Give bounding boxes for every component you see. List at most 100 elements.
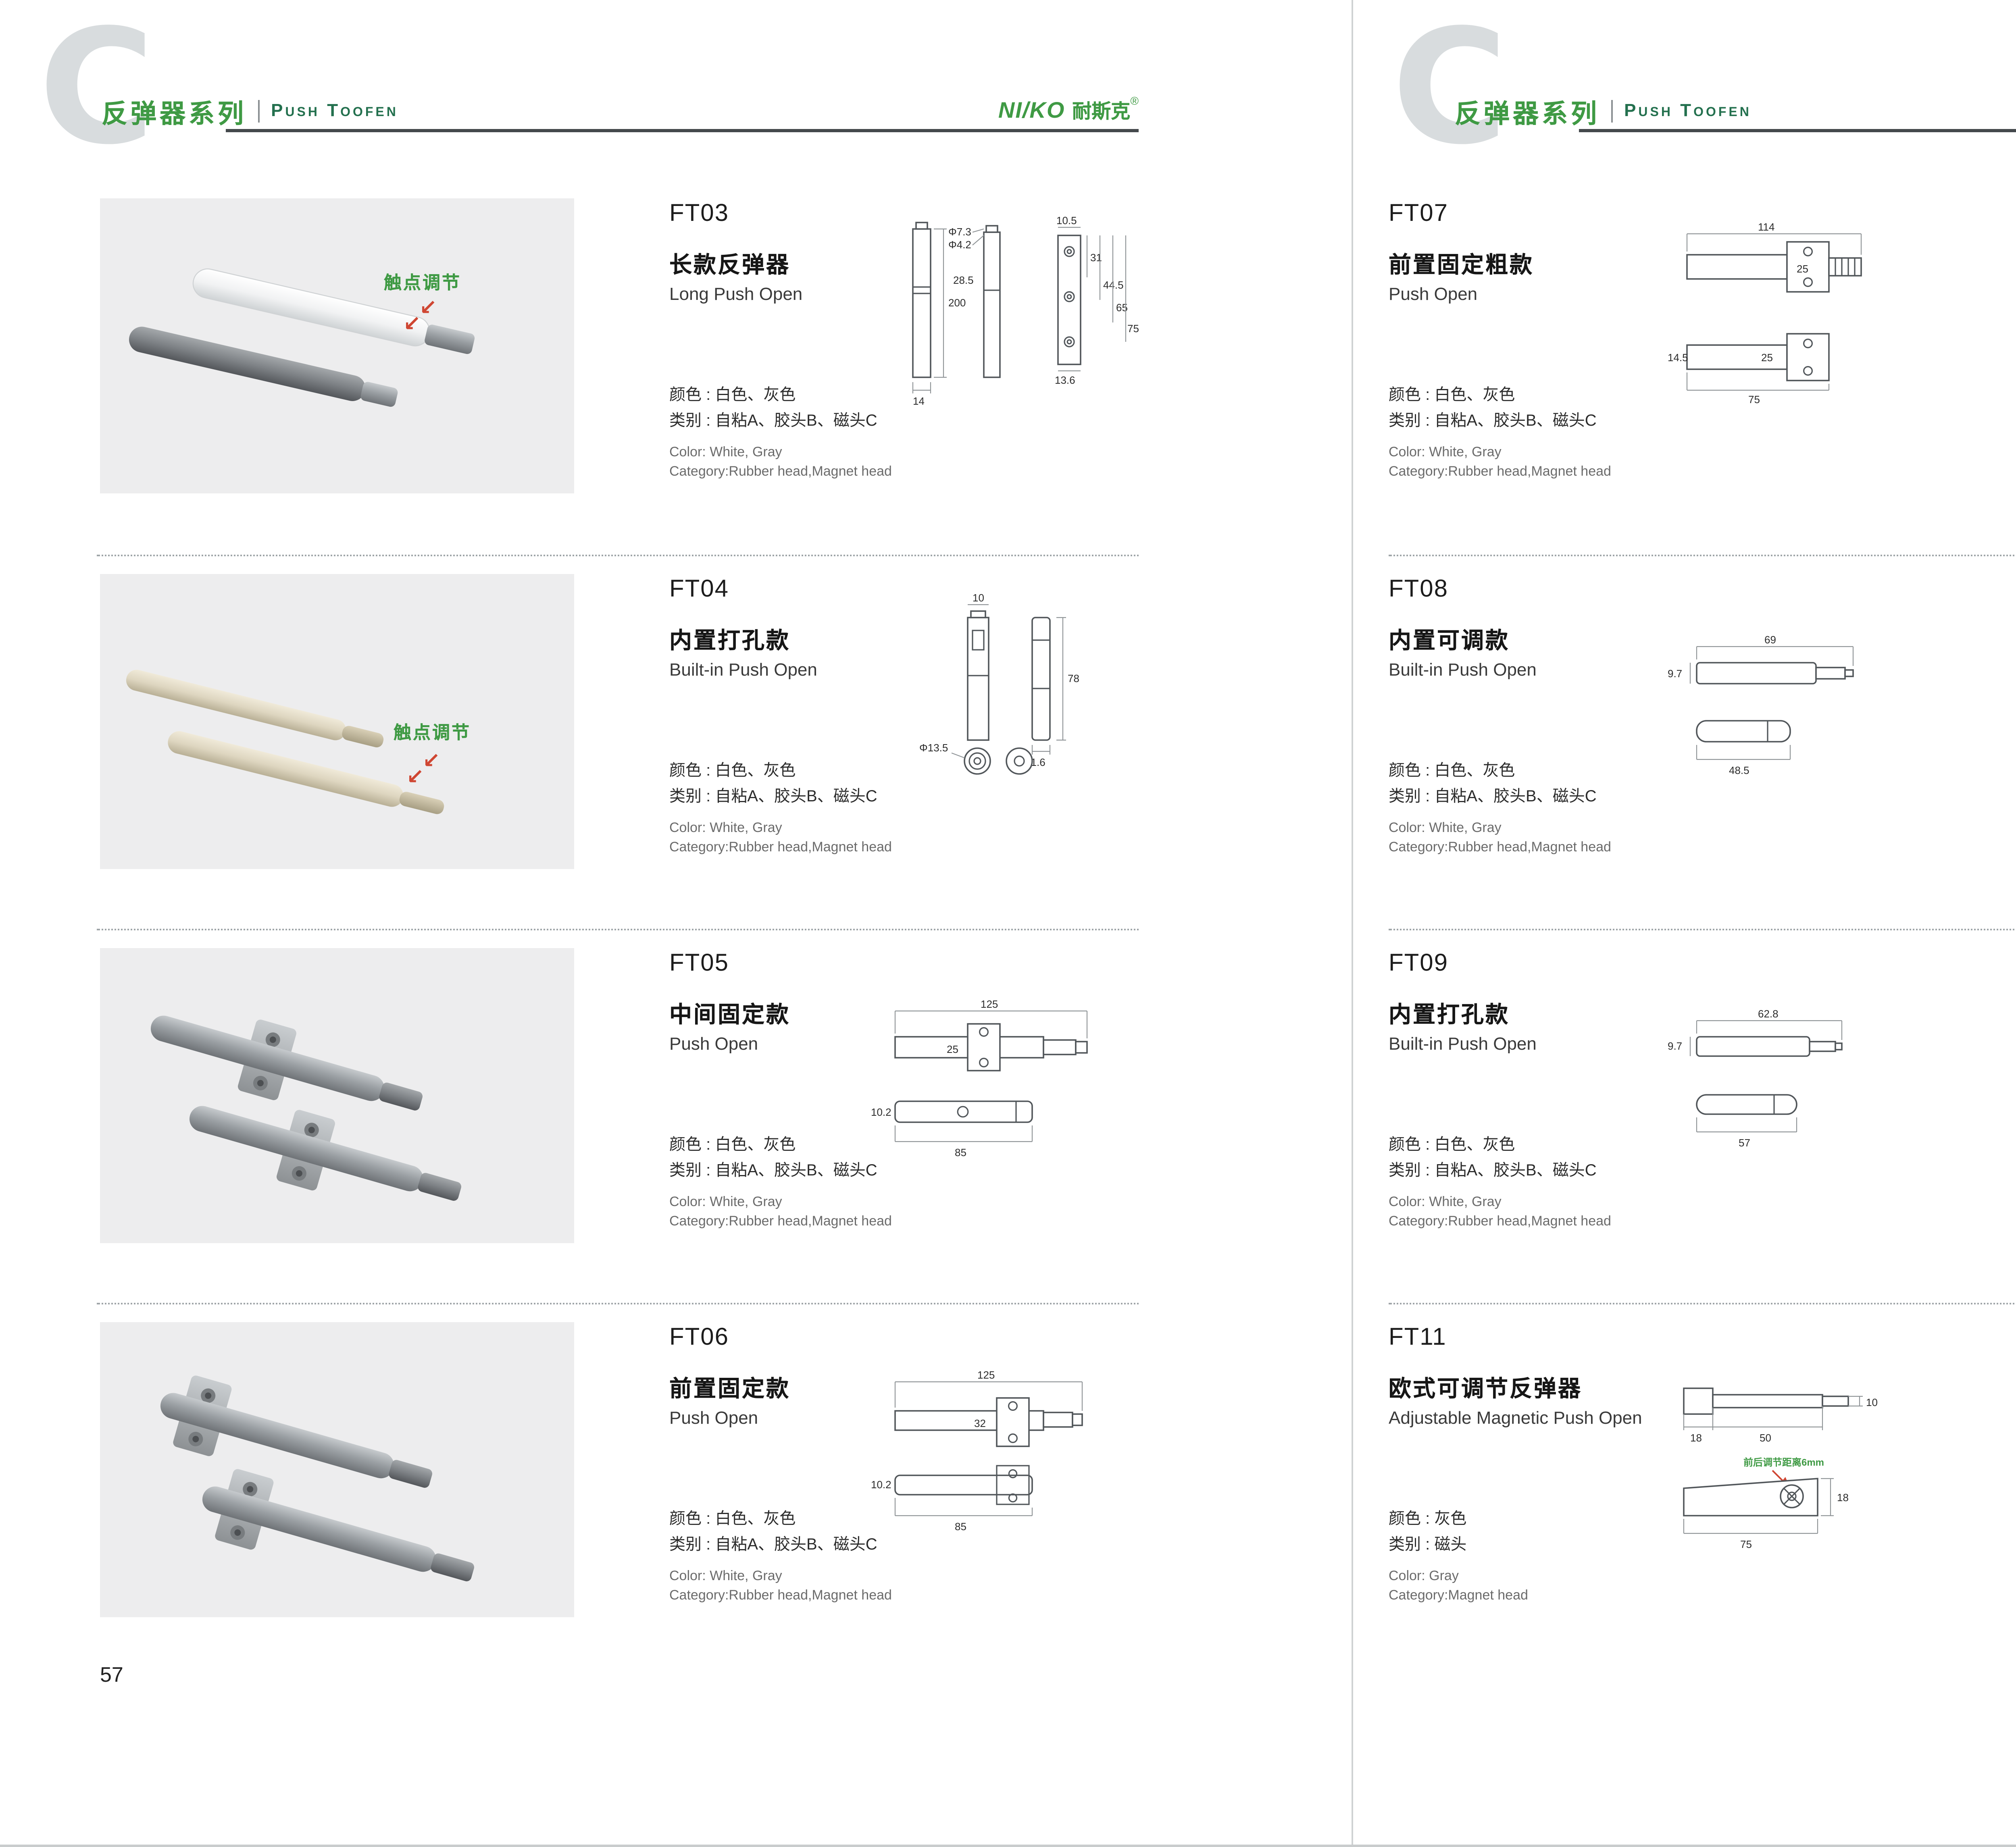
product-specs: 颜色 : 白色、灰色 类别 : 自粘A、胶头B、磁头C Color: White… [1389, 759, 1727, 857]
spec-color-cn: 颜色 : 白色、灰色 [1389, 763, 1515, 780]
dim-label: 44.5 [1103, 279, 1124, 291]
product-info: FT03 长款反弹器 Long Push Open [669, 200, 968, 305]
product-name-cn: 长款反弹器 [669, 252, 790, 277]
dim-label: 200 [948, 297, 966, 309]
product-name-en: Adjustable Magnetic Push Open [1389, 1409, 1642, 1429]
spec-type-cn: 类别 : 自粘A、胶头B、磁头C [1389, 788, 1597, 805]
row-separator [1389, 555, 2016, 556]
spec-color-en: Color: White, Gray [669, 1193, 782, 1209]
product-ft03: 触点调节 ↙ ↙ FT03 长款反弹器 Long Push Open 颜色 : … [0, 190, 1352, 561]
product-info: FT07 前置固定粗款 Push Open [1389, 200, 1703, 305]
spec-color-en: Color: White, Gray [669, 1567, 782, 1583]
dim-label: 69 [1764, 634, 1776, 646]
dim-label: 75 [1740, 1538, 1752, 1550]
dim-label: 10.2 [871, 1479, 891, 1491]
dim-label: 75 [1748, 393, 1760, 405]
tech-drawing: 10 18 50 前后调节距离6mm 18 75 [1660, 1359, 1934, 1561]
series-title-en: Push Toofen [271, 102, 398, 121]
product-name-en: Push Open [669, 1035, 758, 1055]
red-arrow-icon: ↙ [406, 764, 424, 788]
product-code: FT03 [669, 200, 729, 227]
series-title-cn: 反弹器系列 [102, 102, 247, 129]
header-rule [226, 129, 1139, 132]
spec-category-en: Category:Rubber head,Magnet head [669, 839, 892, 855]
page-bottom-edge [0, 1844, 2016, 1847]
dim-label: 13.6 [1055, 374, 1075, 386]
spec-category-en: Category:Rubber head,Magnet head [669, 1587, 892, 1604]
photo-annotation: 触点调节 [384, 274, 461, 293]
tech-drawing: 62.8 9.7 57 [1668, 1005, 1910, 1167]
dim-label: 28.5 [953, 274, 974, 286]
tech-drawing: 69 9.7 48.5 [1668, 630, 1910, 793]
dim-label: 125 [981, 998, 998, 1010]
brand-logo-en: NI/KO [998, 97, 1065, 123]
dim-label: 25 [947, 1043, 958, 1055]
series-title: 反弹器系列 Push Toofen [102, 92, 398, 131]
product-name-cn: 前置固定款 [669, 1375, 790, 1401]
spec-type-cn: 类别 : 自粘A、胶头B、磁头C [669, 1536, 877, 1554]
product-ft08: FT08 内置可调款 Built-in Push Open 颜色 : 白色、灰色… [1353, 566, 2016, 937]
tech-drawing: 114 25 14.5 25 75 [1668, 219, 1926, 413]
row-separator [1389, 1303, 2016, 1304]
dim-label: Φ7.3 [948, 226, 971, 238]
product-name-cn: 前置固定粗款 [1389, 252, 1534, 277]
product-code: FT09 [1389, 950, 1449, 977]
spec-color-cn: 颜色 : 白色、灰色 [669, 1137, 796, 1154]
spec-category-en: Category:Rubber head,Magnet head [669, 1213, 892, 1229]
spec-color-en: Color: White, Gray [1389, 819, 1502, 835]
product-code: FT04 [669, 576, 729, 603]
product-photo [100, 948, 574, 1243]
product-photo [100, 1322, 574, 1617]
dim-label: 57 [1739, 1137, 1750, 1149]
product-photo: 触点调节 ↙ ↙ [100, 574, 574, 869]
dim-label: 75 [1127, 322, 1139, 335]
row-separator [97, 555, 1139, 556]
dim-label: Φ13.5 [919, 742, 948, 754]
red-arrow-icon: ↙ [423, 748, 440, 772]
red-arrow-icon: ↙ [419, 295, 437, 319]
brand-logo-cn: 耐斯克 [1072, 100, 1131, 123]
series-title-cn: 反弹器系列 [1455, 102, 1600, 129]
product-name-cn: 欧式可调节反弹器 [1389, 1375, 1582, 1401]
dim-label: 32 [974, 1417, 986, 1429]
spec-type-cn: 类别 : 自粘A、胶头B、磁头C [1389, 412, 1597, 430]
dim-label: 9.7 [1668, 668, 1682, 680]
row-separator [97, 929, 1139, 930]
product-ft06: FT06 前置固定款 Push Open 颜色 : 白色、灰色 类别 : 自粘A… [0, 1314, 1352, 1685]
product-code: FT11 [1389, 1324, 1447, 1351]
title-divider [1611, 100, 1613, 123]
product-ft04: 触点调节 ↙ ↙ FT04 内置打孔款 Built-in Push Open 颜… [0, 566, 1352, 937]
product-name-cn: 内置打孔款 [669, 627, 790, 653]
dim-label: 25 [1797, 263, 1808, 275]
product-specs: 颜色 : 白色、灰色 类别 : 自粘A、胶头B、磁头C Color: White… [669, 759, 1008, 857]
product-ft07: FT07 前置固定粗款 Push Open 颜色 : 白色、灰色 类别 : 自粘… [1353, 190, 2016, 561]
spec-type-cn: 类别 : 自粘A、胶头B、磁头C [669, 412, 877, 430]
product-ft09: FT09 内置打孔款 Built-in Push Open 颜色 : 白色、灰色… [1353, 940, 2016, 1311]
product-photo-art [150, 1015, 461, 1201]
product-name-cn: 内置可调款 [1389, 627, 1510, 653]
spec-color-cn: 颜色 : 白色、灰色 [669, 763, 796, 780]
dim-label: 50 [1760, 1432, 1771, 1444]
product-name-en: Built-in Push Open [1389, 661, 1537, 680]
spec-color-en: Color: Gray [1389, 1567, 1459, 1583]
product-info: FT05 中间固定款 Push Open [669, 950, 968, 1055]
spec-category-en: Category:Magnet head [1389, 1587, 1528, 1604]
tech-drawing: 200 14 Φ7.3 Φ4.2 28.5 10.5 31 44.5 [900, 213, 1142, 418]
spec-color-en: Color: White, Gray [1389, 1193, 1502, 1209]
product-name-en: Built-in Push Open [669, 661, 817, 680]
catalog-page-58: C 反弹器系列 Push Toofen NI/KO 耐斯克® FT07 前置固定… [1353, 0, 2016, 1847]
product-info: FT09 内置打孔款 Built-in Push Open [1389, 950, 1703, 1055]
product-photo-art [129, 268, 475, 407]
product-ft05: FT05 中间固定款 Push Open 颜色 : 白色、灰色 类别 : 自粘A… [0, 940, 1352, 1311]
product-specs: 颜色 : 灰色 类别 : 磁头 Color: Gray Category:Mag… [1389, 1508, 1727, 1606]
series-letter: C [39, 0, 155, 181]
dim-label: Φ4.2 [948, 239, 971, 251]
product-code: FT07 [1389, 200, 1449, 227]
dim-label: 48.5 [1729, 764, 1749, 776]
dim-label: 14.5 [1668, 352, 1688, 364]
dim-label: 18 [1690, 1432, 1702, 1444]
spec-type-cn: 类别 : 自粘A、胶头B、磁头C [669, 1162, 877, 1179]
product-ft11: FT11 欧式可调节反弹器 Adjustable Magnetic Push O… [1353, 1314, 2016, 1685]
page-number: 57 [100, 1662, 123, 1686]
